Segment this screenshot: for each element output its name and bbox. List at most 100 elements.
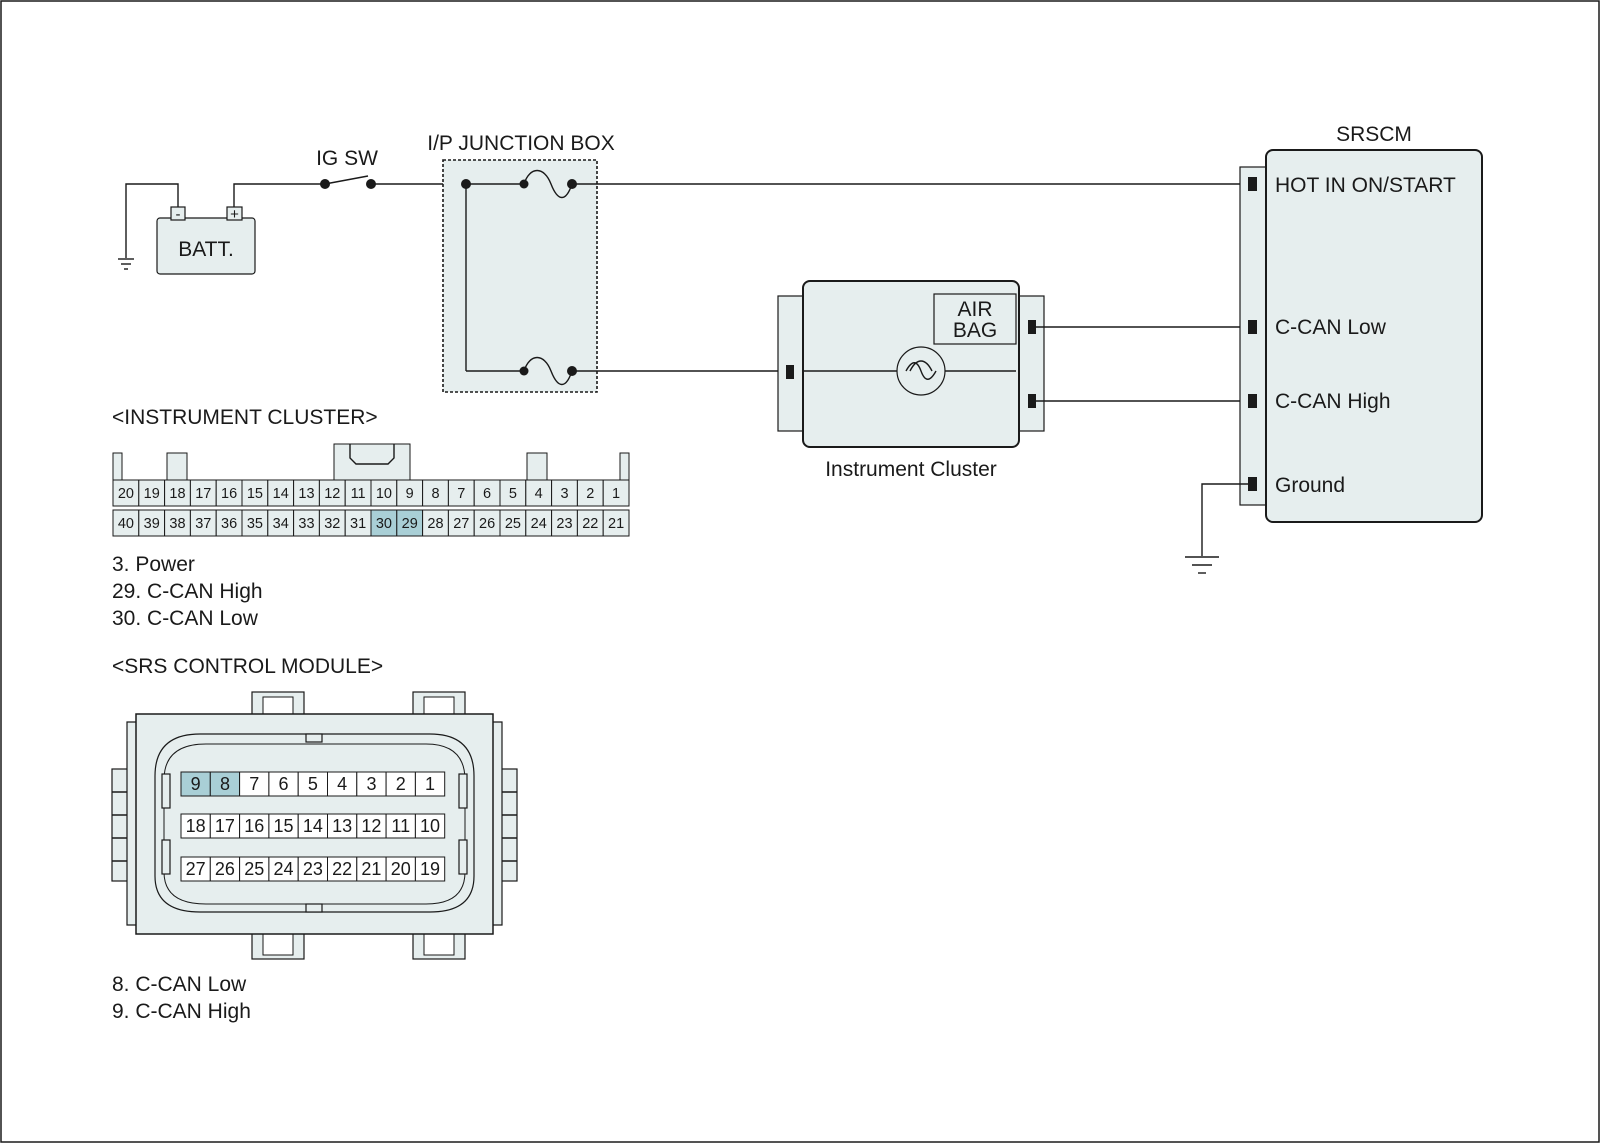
pin-cell: [525, 479, 553, 507]
ip-junction-box: I/P JUNCTION BOX: [427, 132, 615, 393]
pin-number: 19: [144, 486, 160, 502]
pin-number: 26: [215, 859, 235, 879]
pin-number: 11: [351, 486, 366, 502]
pin-number: 20: [118, 486, 134, 502]
pin-number: 12: [324, 486, 340, 502]
pin-number: 4: [337, 774, 347, 794]
pin-number: 14: [273, 486, 289, 502]
pin-number: 7: [249, 774, 259, 794]
pin-number: 34: [273, 516, 289, 532]
pin-cell: [327, 771, 358, 797]
pin-number: 3: [560, 486, 568, 502]
cluster-note-2: 29. C-CAN High: [112, 580, 263, 603]
pin-cell: [239, 771, 270, 797]
battery-positive-wire: [233, 183, 324, 207]
pin-cell: [414, 771, 446, 797]
srs-connector-title: <SRS CONTROL MODULE>: [112, 655, 383, 678]
pin-number: 3: [366, 774, 376, 794]
srscm-hot-in-pin: [1248, 177, 1257, 191]
pin-number: 28: [427, 516, 443, 532]
pin-number: 29: [402, 516, 418, 532]
pin-number: 14: [303, 816, 323, 836]
pin-cell: [602, 509, 630, 537]
pin-number: 18: [169, 486, 185, 502]
pin-number: 36: [221, 516, 237, 532]
pin-cell: [447, 479, 475, 507]
pin-number: 6: [483, 486, 491, 502]
pin-cell: [239, 813, 270, 839]
pin-cell: [267, 479, 295, 507]
airbag-warning-box: [933, 293, 1017, 345]
pin-number: 12: [361, 816, 381, 836]
pin-number: 18: [186, 816, 206, 836]
srs-note-1: 8. C-CAN Low: [112, 973, 247, 996]
srscm-hot-in-label: HOT IN ON/START: [1275, 174, 1456, 197]
warning-lamp-icon: [896, 346, 946, 396]
pin-number: 32: [324, 516, 340, 532]
pin-cell: [209, 856, 241, 882]
srscm-can-high-label: C-CAN High: [1275, 390, 1391, 413]
pin-cell: [473, 479, 501, 507]
pin-number: 15: [247, 486, 263, 502]
junction-box-outline: [442, 159, 598, 393]
pin-number: 8: [220, 774, 230, 794]
battery-plus-label: +: [230, 206, 239, 223]
pin-number: 31: [350, 516, 366, 532]
pin-number: 16: [221, 486, 237, 502]
pin-number: 23: [556, 516, 572, 532]
pin-number: 35: [247, 516, 263, 532]
pin-cell: [602, 479, 630, 507]
pin-number: 5: [308, 774, 318, 794]
pin-cell: [318, 479, 346, 507]
pin-number: 6: [279, 774, 289, 794]
pin-number: 21: [608, 516, 624, 532]
pin-number: 16: [244, 816, 264, 836]
pin-cell: [327, 813, 358, 839]
pin-cell: [414, 856, 446, 882]
srs-connector-view: <SRS CONTROL MODULE>: [111, 655, 518, 1023]
pin-number: 23: [303, 859, 323, 879]
ground-symbol-icon: [118, 258, 134, 270]
pin-cell: [499, 479, 527, 507]
cluster-connector-title: <INSTRUMENT CLUSTER>: [112, 406, 378, 429]
battery-body: [156, 217, 256, 275]
pin-number: 27: [453, 516, 469, 532]
pin-cell: [268, 856, 299, 882]
srscm-can-low-label: C-CAN Low: [1275, 316, 1387, 339]
srscm-can-low-pin: [1248, 320, 1257, 334]
pin-cell: [293, 479, 320, 507]
pin-number: 17: [195, 486, 211, 502]
pin-number: 30: [376, 516, 392, 532]
pin-number: 26: [479, 516, 495, 532]
pin-number: 1: [425, 774, 435, 794]
pin-cell: [576, 509, 604, 537]
fuse-bottom-icon: [523, 356, 573, 386]
battery: BATT. - +: [118, 183, 324, 275]
pin-cell: [370, 479, 398, 507]
pin-cell: [138, 509, 166, 537]
junction-box-label: I/P JUNCTION BOX: [427, 132, 614, 155]
srscm-body: [1265, 149, 1483, 523]
airbag-label-line2: BAG: [953, 319, 997, 342]
pin-number: 2: [586, 486, 594, 502]
pin-cell: [164, 509, 191, 537]
pin-number: 33: [298, 516, 314, 532]
pin-number: 11: [391, 816, 410, 836]
pin-cell: [209, 813, 241, 839]
pin-cell: [473, 509, 501, 537]
pin-number: 25: [505, 516, 521, 532]
pin-number: 19: [420, 859, 440, 879]
pin-number: 13: [332, 816, 352, 836]
battery-label: BATT.: [178, 238, 234, 261]
srscm-ground-wire: [1201, 483, 1248, 556]
pin-number: 24: [274, 859, 294, 879]
ground-symbol-icon: [1185, 556, 1219, 574]
pin-number: 8: [431, 486, 439, 502]
pin-cell: [239, 856, 270, 882]
instrument-cluster-label: Instrument Cluster: [825, 458, 997, 481]
pin-cell: [370, 509, 398, 537]
pin-cell: [267, 509, 295, 537]
